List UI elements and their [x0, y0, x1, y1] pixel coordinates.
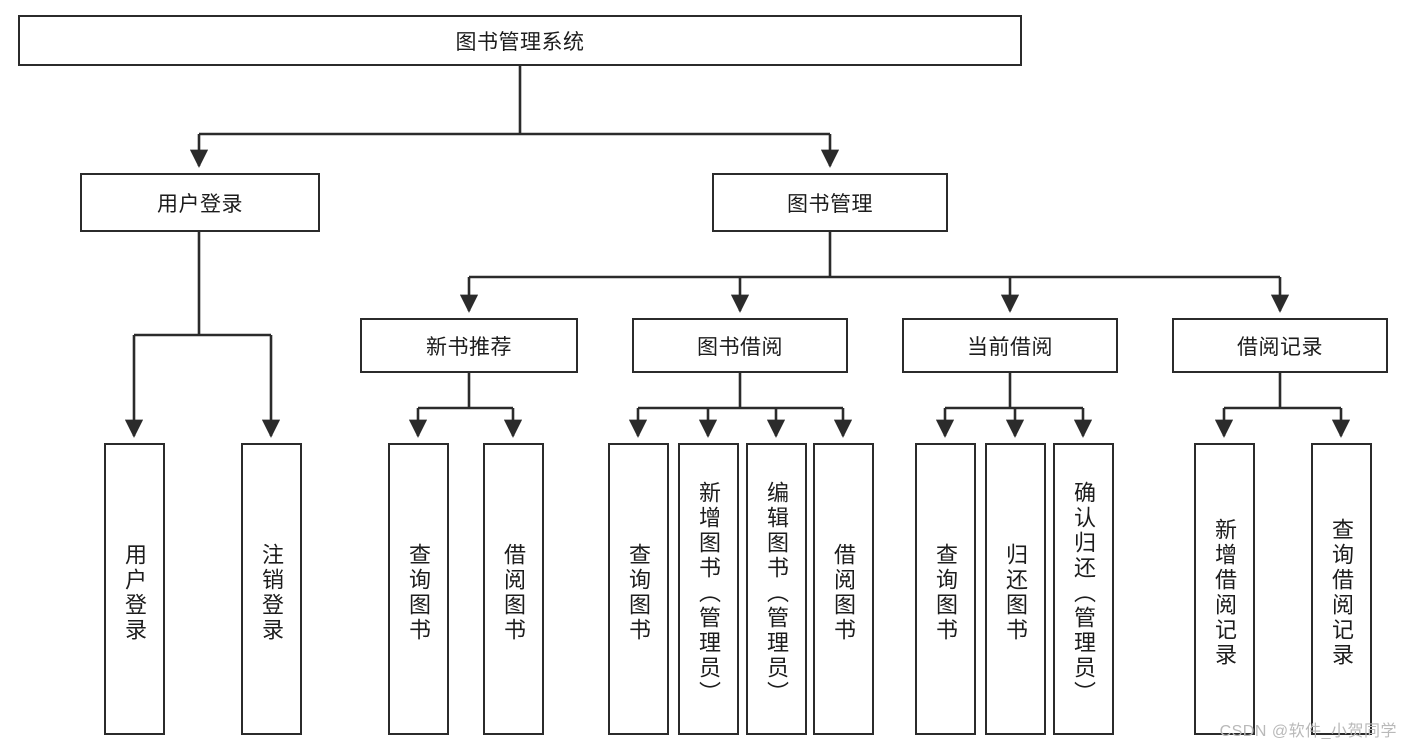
leaf-logout[interactable]: 注销登录 — [241, 443, 302, 735]
node-borrowing-records[interactable]: 借阅记录 — [1172, 318, 1388, 373]
leaf-query-books-newbook[interactable]: 查询图书 — [388, 443, 449, 735]
leaf-query-books-current[interactable]: 查询图书 — [915, 443, 976, 735]
node-label: 当前借阅 — [967, 335, 1053, 359]
leaf-add-book-admin[interactable]: 新增图书（管理员） — [678, 443, 739, 735]
node-label: 新增图书（管理员） — [696, 480, 722, 706]
node-label: 用户登录 — [122, 543, 148, 643]
leaf-confirm-return-admin[interactable]: 确认归还（管理员） — [1053, 443, 1114, 735]
leaf-query-books-borrow[interactable]: 查询图书 — [608, 443, 669, 735]
node-label: 注销登录 — [259, 543, 285, 643]
node-label: 借阅图书 — [501, 543, 527, 643]
leaf-query-borrow-record[interactable]: 查询借阅记录 — [1311, 443, 1372, 735]
node-label: 新增借阅记录 — [1212, 518, 1238, 668]
leaf-edit-book-admin[interactable]: 编辑图书（管理员） — [746, 443, 807, 735]
node-label: 确认归还（管理员） — [1071, 480, 1097, 706]
node-label: 用户登录 — [157, 192, 243, 216]
leaf-borrow-books-newbook[interactable]: 借阅图书 — [483, 443, 544, 735]
node-user-login[interactable]: 用户登录 — [80, 173, 320, 232]
node-label: 新书推荐 — [426, 335, 512, 359]
node-current-borrowing[interactable]: 当前借阅 — [902, 318, 1118, 373]
node-label: 图书借阅 — [697, 335, 783, 359]
node-label: 查询图书 — [626, 543, 652, 643]
node-label: 图书管理 — [787, 192, 873, 216]
node-label: 查询借阅记录 — [1329, 518, 1355, 668]
node-book-borrowing[interactable]: 图书借阅 — [632, 318, 848, 373]
leaf-add-borrow-record[interactable]: 新增借阅记录 — [1194, 443, 1255, 735]
node-label: 查询图书 — [406, 543, 432, 643]
node-root-book-management-system[interactable]: 图书管理系统 — [18, 15, 1022, 66]
node-label: 借阅记录 — [1237, 335, 1323, 359]
leaf-borrow-books-borrow[interactable]: 借阅图书 — [813, 443, 874, 735]
node-new-book-recommendation[interactable]: 新书推荐 — [360, 318, 578, 373]
leaf-user-login[interactable]: 用户登录 — [104, 443, 165, 735]
leaf-return-books[interactable]: 归还图书 — [985, 443, 1046, 735]
node-book-management[interactable]: 图书管理 — [712, 173, 948, 232]
node-label: 编辑图书（管理员） — [764, 480, 790, 706]
node-label: 借阅图书 — [831, 543, 857, 643]
node-label: 查询图书 — [933, 543, 959, 643]
node-label: 图书管理系统 — [455, 30, 585, 54]
node-label: 归还图书 — [1003, 543, 1029, 643]
